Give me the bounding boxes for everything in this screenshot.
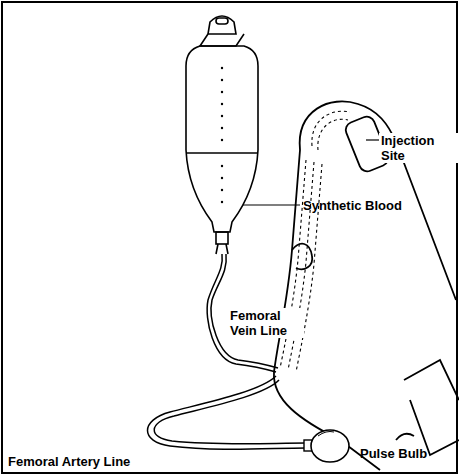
artery-tube [148,376,307,449]
bulb-label: Pulse Bulb [360,446,427,461]
pulse-bulb [311,430,349,462]
scale-dots [221,67,223,203]
artery-line-label: Femoral Artery Line [8,454,130,469]
bulb-shine [318,432,334,437]
vein-line-label: Femoral Vein Line [228,308,304,338]
iv-bag [186,16,258,254]
training-arm [274,101,459,470]
leader-line [243,204,300,205]
bag-label: Synthetic Blood [303,198,402,213]
site-label: Injection Site [379,133,459,163]
artery-tube [154,380,306,444]
